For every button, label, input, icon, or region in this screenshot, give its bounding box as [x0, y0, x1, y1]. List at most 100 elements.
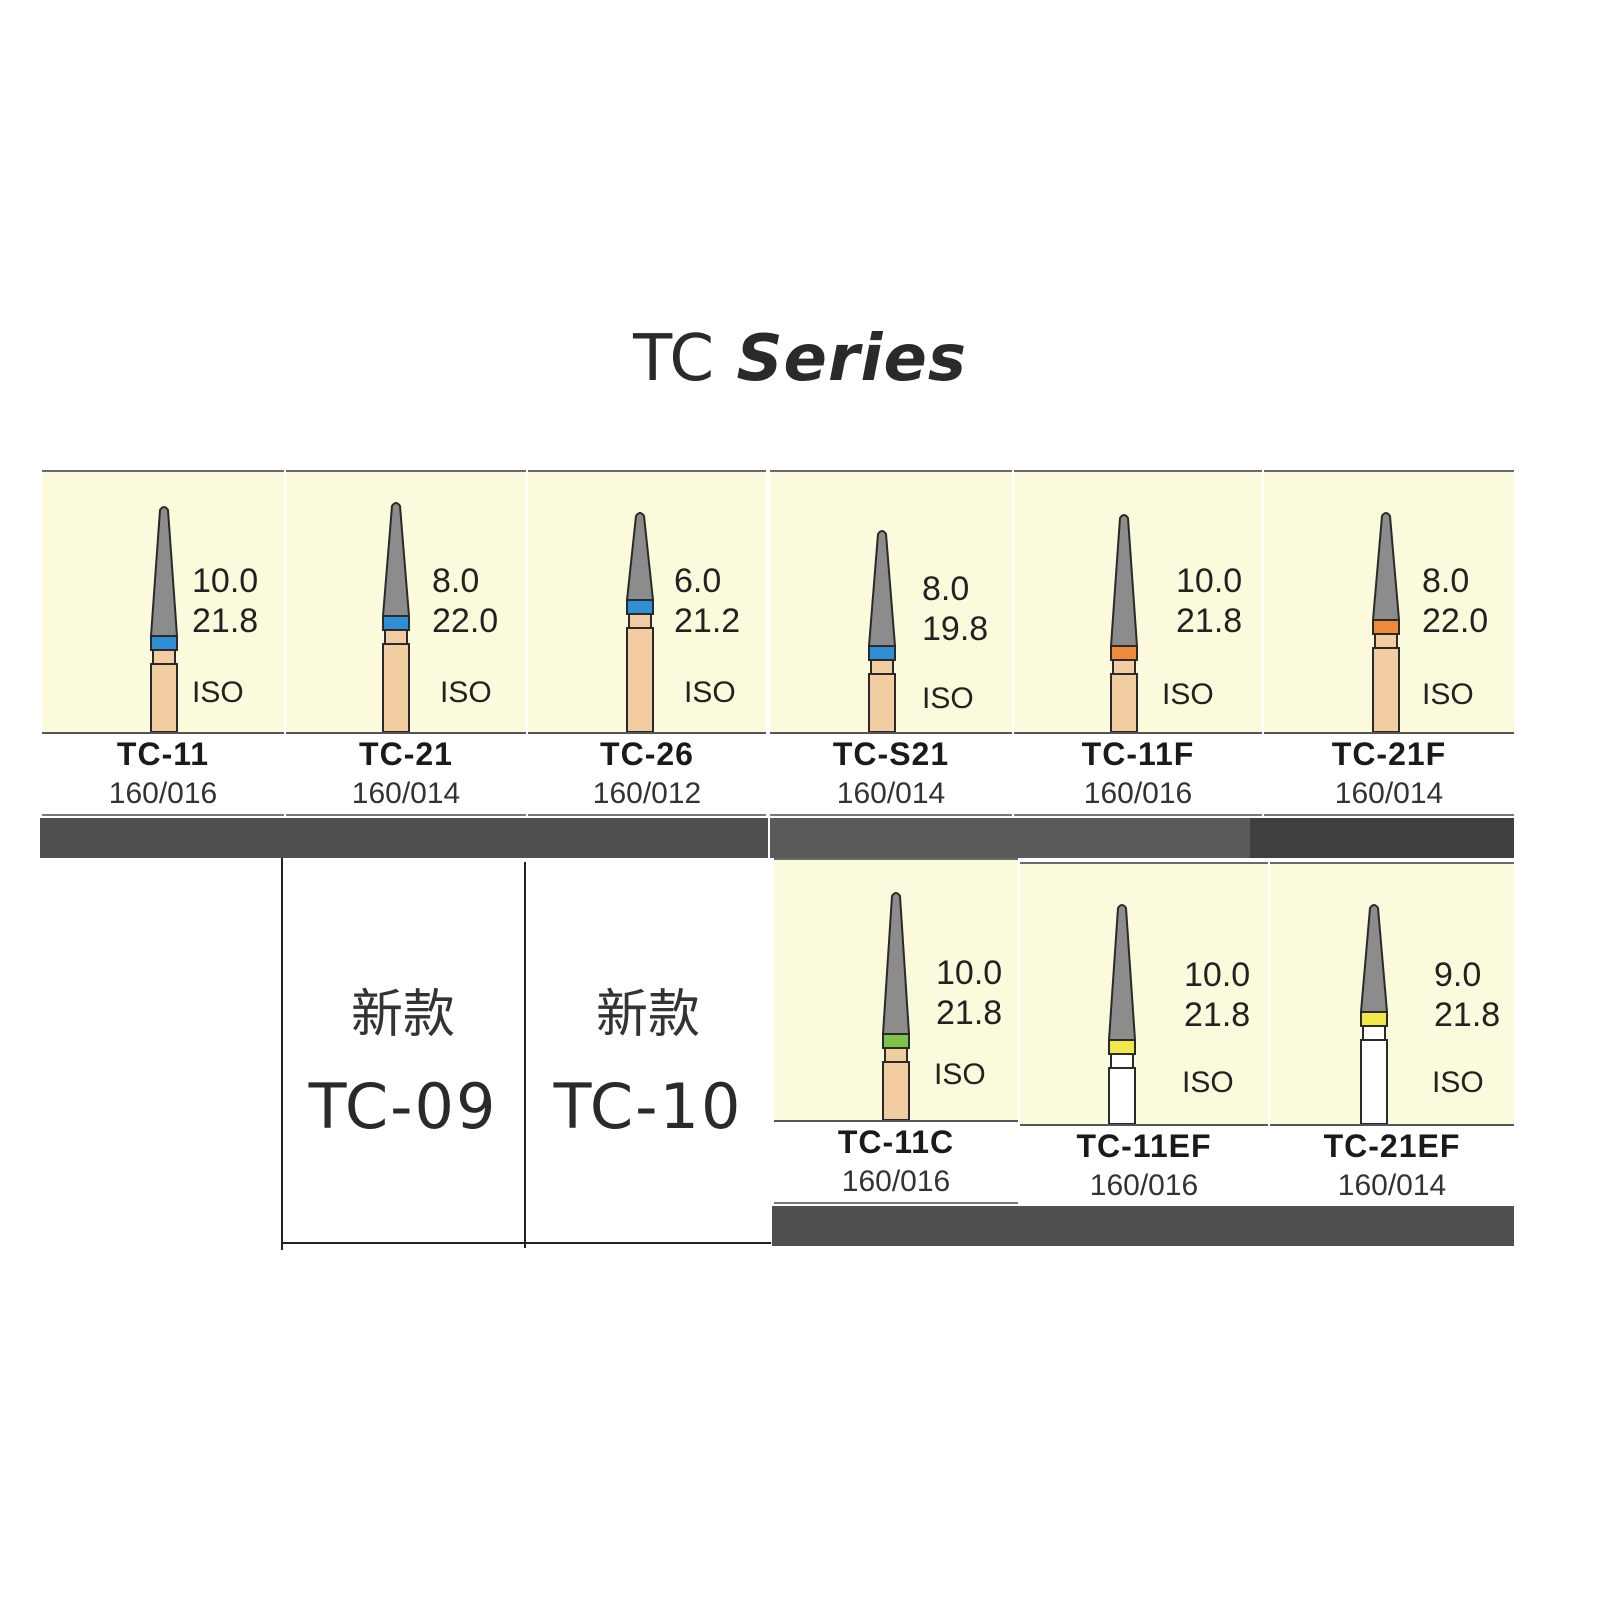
iso-label: ISO: [1162, 678, 1214, 711]
iso-label: ISO: [934, 1058, 986, 1091]
bur-head: [149, 506, 179, 637]
dimension-total-length: 22.0: [432, 602, 499, 640]
new-items-divider-mid: [524, 862, 526, 1248]
bur-color-band: [382, 615, 410, 631]
new-items-bottom-line: [281, 1242, 771, 1244]
bur-shank: [1110, 673, 1138, 732]
bur-shank: [1372, 647, 1400, 732]
bur-head: [867, 530, 897, 647]
bur-head: [1359, 904, 1389, 1013]
product-spec: 160/014: [1270, 1166, 1514, 1208]
dimension-total-length: 22.0: [1422, 602, 1489, 640]
dimension-total-length: 21.8: [936, 994, 1003, 1032]
bur-icon: [867, 530, 897, 732]
dimension-head-length: 9.0: [1434, 956, 1482, 994]
dimension-head-length: 10.0: [1184, 956, 1251, 994]
bur-icon: [149, 506, 179, 732]
bur-color-band: [882, 1033, 910, 1049]
new-item-label: 新款: [350, 985, 455, 1045]
bur-neck: [1362, 1025, 1386, 1041]
dimension-head-length: 10.0: [1176, 562, 1243, 600]
bur-color-band: [1360, 1011, 1388, 1027]
product-code: TC-11EF: [1020, 1124, 1268, 1168]
dimension-total-length: 21.8: [1434, 996, 1501, 1034]
dimension-head-length: 10.0: [192, 562, 259, 600]
product-card-tc-26: 6.0 21.2 ISO TC-26 160/012: [528, 470, 766, 816]
bur-color-band: [1110, 645, 1138, 661]
bur-icon: [881, 892, 911, 1120]
new-item-label: 新款: [595, 985, 700, 1045]
bur-icon: [1371, 512, 1401, 732]
card-background: [1270, 862, 1514, 1126]
bur-head: [1109, 514, 1139, 647]
page-title: TC Series: [0, 322, 1600, 396]
bur-neck: [870, 659, 894, 675]
bur-neck: [152, 649, 176, 665]
new-items-divider-left: [281, 858, 283, 1250]
product-card-tc-s21: 8.0 19.8 ISO TC-S21 160/014: [770, 470, 1012, 816]
bur-shank: [882, 1061, 910, 1120]
bur-icon: [1107, 904, 1137, 1124]
product-card-tc-21: 8.0 22.0 ISO TC-21 160/014: [286, 470, 526, 816]
product-spec: 160/014: [286, 774, 526, 816]
product-code: TC-S21: [770, 732, 1012, 776]
dimension-total-length: 21.2: [674, 602, 741, 640]
bur-icon: [1109, 514, 1139, 732]
product-spec: 160/016: [774, 1162, 1018, 1204]
new-item-tc-09: 新款 TC-09: [283, 862, 523, 1242]
product-card-tc-21ef: 9.0 21.8 ISO TC-21EF 160/014: [1270, 862, 1514, 1208]
dimension-head-length: 8.0: [922, 570, 970, 608]
bur-neck: [1110, 1053, 1134, 1069]
bur-neck: [884, 1047, 908, 1063]
bur-neck: [628, 613, 652, 629]
bur-icon: [381, 502, 411, 732]
iso-label: ISO: [1432, 1066, 1484, 1099]
iso-label: ISO: [440, 676, 492, 709]
bur-shank: [1360, 1039, 1388, 1124]
title-sub: Series: [736, 322, 967, 396]
product-code: TC-21F: [1264, 732, 1514, 776]
dimension-head-length: 8.0: [432, 562, 480, 600]
product-spec: 160/016: [42, 774, 284, 816]
product-spec: 160/012: [528, 774, 766, 816]
product-spec: 160/016: [1014, 774, 1262, 816]
product-card-tc-11: 10.0 21.8 ISO TC-11 160/016: [42, 470, 284, 816]
dimension-total-length: 21.8: [192, 602, 259, 640]
iso-label: ISO: [922, 682, 974, 715]
iso-label: ISO: [684, 676, 736, 709]
dimension-total-length: 21.8: [1176, 602, 1243, 640]
product-spec: 160/016: [1020, 1166, 1268, 1208]
product-card-tc-11ef: 10.0 21.8 ISO TC-11EF 160/016: [1020, 862, 1268, 1208]
bur-color-band: [868, 645, 896, 661]
bur-head: [1371, 512, 1401, 621]
bur-color-band: [1372, 619, 1400, 635]
bur-head: [625, 512, 655, 601]
new-item-tc-10: 新款 TC-10: [526, 862, 770, 1242]
row1-base-bar-end: [1250, 818, 1514, 858]
dimension-head-length: 8.0: [1422, 562, 1470, 600]
product-spec: 160/014: [770, 774, 1012, 816]
iso-label: ISO: [1422, 678, 1474, 711]
bur-neck: [384, 629, 408, 645]
dimension-total-length: 19.8: [922, 610, 989, 648]
product-card-tc-11f: 10.0 21.8 ISO TC-11F 160/016: [1014, 470, 1262, 818]
bur-shank: [1108, 1067, 1136, 1124]
dimension-total-length: 21.8: [1184, 996, 1251, 1034]
bur-shank: [382, 643, 410, 732]
bur-head: [381, 502, 411, 617]
bur-head: [881, 892, 911, 1035]
bur-icon: [1359, 904, 1389, 1124]
bur-shank: [868, 673, 896, 732]
bur-shank: [150, 663, 178, 732]
product-card-tc-11c: 10.0 21.8 ISO TC-11C 160/016: [774, 858, 1018, 1204]
bur-head: [1107, 904, 1137, 1041]
card-background: [1020, 862, 1268, 1126]
new-item-code: TC-10: [553, 1070, 743, 1143]
product-card-tc-21f: 8.0 22.0 ISO TC-21F 160/014: [1264, 470, 1514, 818]
bur-shank: [626, 627, 654, 732]
iso-label: ISO: [192, 676, 244, 709]
product-code: TC-11F: [1014, 732, 1262, 776]
title-main: TC: [633, 322, 716, 396]
bur-color-band: [1108, 1039, 1136, 1055]
bur-color-band: [626, 599, 654, 615]
